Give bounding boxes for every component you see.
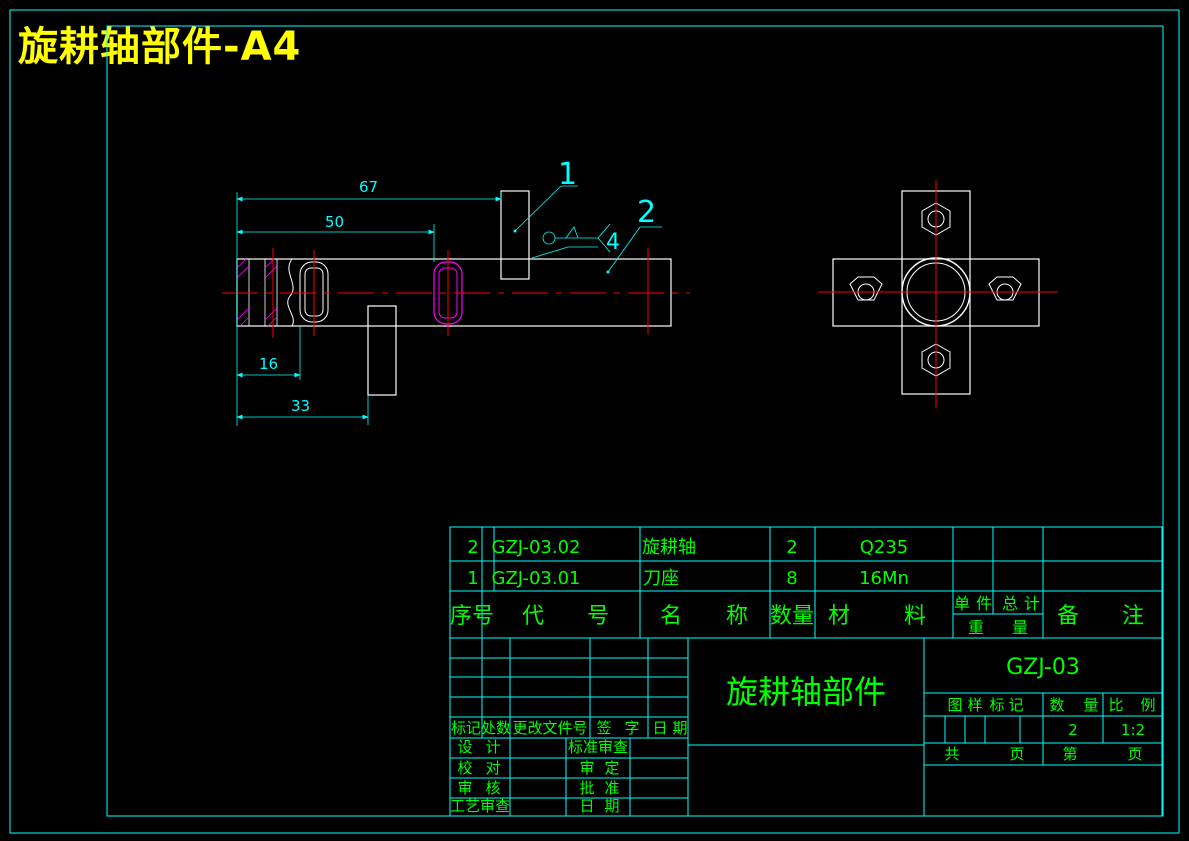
change-label: 标记 [451,719,481,737]
balloon-1: 1 [558,157,577,192]
qty-value: 2 [1068,721,1078,739]
part-name: 旋耕轴部件 [726,673,886,711]
bom-header-qty: 数量 [770,604,814,629]
qty-label-b: 量 [1083,696,1098,714]
title-block-text: 标记 处数 更改文件号 签 字 日 期 设 计 校 对 审 核 工艺审查 标准审… [450,655,1156,815]
blade-seat-bottom [367,305,397,396]
approve-def-b: 定 [604,759,619,777]
design-label-a: 设 [457,738,472,756]
bom-header-weight-a: 重 [968,618,984,637]
scale-label-b: 例 [1140,696,1155,714]
leader-dot-1 [513,229,517,233]
title-block-grid [449,637,1163,817]
date-a: 日 [579,797,594,815]
bom-row-material: 16Mn [859,568,909,589]
qty-label-a: 数 [1049,696,1064,714]
proof-label-b: 对 [485,759,500,777]
leaders [514,185,662,273]
change-label: 字 [624,719,639,737]
approve-b: 准 [604,779,619,797]
change-label: 签 [596,719,611,737]
bom-header-code-a: 代 [522,604,544,629]
outer-border [9,9,1180,834]
bom-text: 2 GZJ-03.02 旋耕轴 2 Q235 1 GZJ-03.01 刀座 8 … [450,537,1144,637]
proof-label-a: 校 [457,759,472,777]
date-b: 期 [604,797,619,815]
bom-row-seq: 2 [467,537,478,558]
std-label: 标准审查 [568,738,628,756]
front-centerlines [222,248,690,338]
nut-left [849,276,883,301]
bom-header-total-a: 总 [1002,594,1018,613]
review-label-a: 审 [457,779,472,797]
page-title: 旋耕轴部件-A4 [18,24,302,70]
bom-row-code: GZJ-03.01 [492,568,581,589]
side-centerlines [818,180,1058,408]
sheet-no-b: 页 [1127,745,1142,763]
scale-value: 1:2 [1121,721,1145,739]
scale-label-a: 比 [1108,696,1123,714]
stage-label: 标 [989,696,1004,714]
balloon-2: 2 [637,195,656,230]
nut-right [988,276,1022,301]
bom-header-name-b: 称 [726,604,748,629]
bom-header-note-b: 注 [1122,604,1144,629]
change-label: 更改文件号 [512,719,587,737]
bom-header-single-b: 件 [976,594,992,613]
sheet-total-a: 共 [944,745,959,763]
bom-row-code: GZJ-03.02 [492,537,581,558]
stage-label: 记 [1008,696,1023,714]
bom-header-code-b: 号 [587,604,609,629]
bom-row-name: 刀座 [643,568,679,589]
leader-dot-2 [606,270,610,274]
bom-header-weight-b: 量 [1012,618,1028,637]
sheet-no-a: 第 [1062,745,1077,763]
process-label: 工艺审查 [450,797,510,815]
design-label-b: 计 [485,738,500,756]
approve-def-a: 审 [579,759,594,777]
drawing-number: GZJ-03 [1006,655,1080,680]
bom-header-seq: 序号 [450,604,494,629]
sheet-total-b: 页 [1009,745,1024,763]
change-label: 处数 [481,719,511,737]
approve-a: 批 [579,779,594,797]
dim-67: 67 [359,178,378,196]
bom-header-single-a: 单 [954,594,970,613]
dim-16: 16 [259,355,278,373]
bom-row-qty: 8 [786,568,797,589]
side-view [818,180,1058,408]
balloon-4: 4 [606,230,620,255]
blade-seat-top [500,190,530,280]
bom-header-total-b: 计 [1024,594,1040,613]
section-hatch [236,258,278,327]
bom-row-seq: 1 [467,568,478,589]
dim-33: 33 [291,397,310,415]
bom-row-material: Q235 [860,537,909,558]
break-line [287,258,294,327]
bom-header-note-a: 备 [1057,604,1079,629]
bom-header-name-a: 名 [660,604,682,629]
bom-row-qty: 2 [786,537,797,558]
review-label-b: 核 [485,779,500,797]
bom-row-name: 旋耕轴 [642,537,696,558]
change-label: 日 [652,719,667,737]
front-view: 67 50 16 33 1 2 4 [222,157,690,426]
stage-label: 样 [967,696,982,714]
change-label: 期 [672,719,687,737]
bom-header-mat-a: 材 [828,604,850,629]
stage-label: 图 [947,696,962,714]
bom-header-mat-b: 料 [904,604,926,629]
dim-50: 50 [325,213,344,231]
